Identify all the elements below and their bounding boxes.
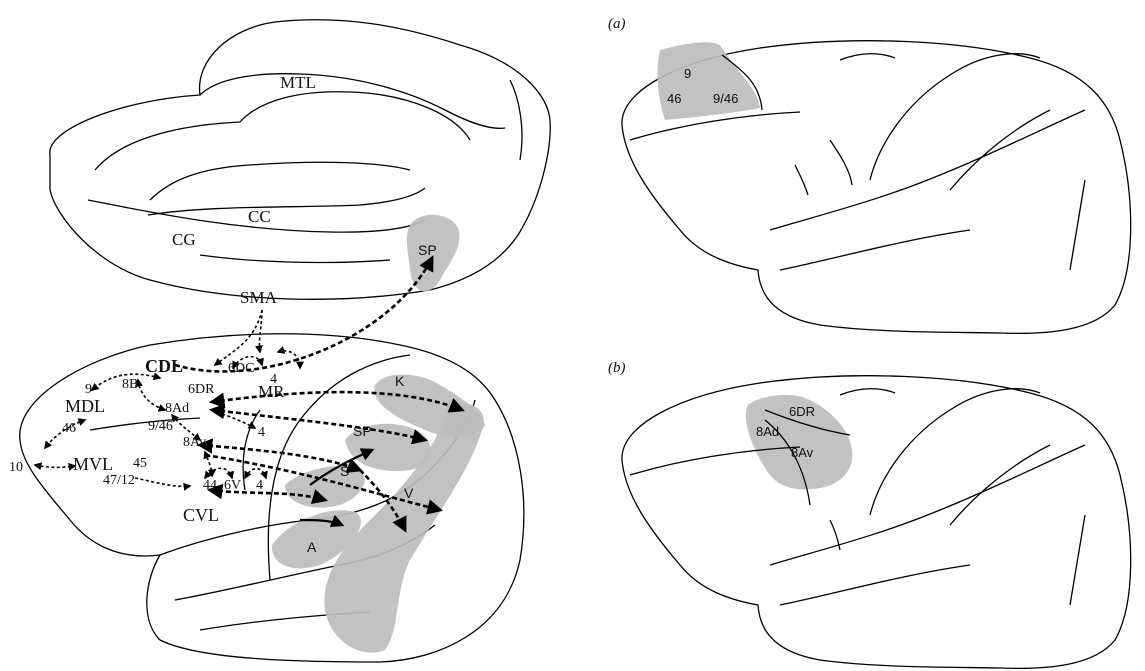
area-9-label: 9	[85, 382, 92, 397]
area-46-label: 46	[62, 421, 76, 436]
sma-label: SMA	[240, 288, 278, 307]
area-4-mid-label: 4	[258, 425, 265, 440]
area-6v-label: 6V	[224, 478, 241, 493]
region-v-label: V	[404, 485, 414, 501]
area-10-label: 10	[9, 460, 23, 475]
mdl-label: MDL	[65, 396, 105, 416]
area-6dr-label: 6DR	[188, 382, 215, 397]
region-s-label: S	[340, 463, 349, 479]
panel-a: (a) 9 46 9/46	[608, 16, 1131, 333]
area-47-12-label: 47/12	[103, 473, 135, 488]
mvl-label: MVL	[73, 454, 113, 474]
area-4-top-label: 4	[270, 372, 277, 387]
region-sp-label: SP	[353, 423, 372, 439]
mtl-label: MTL	[280, 73, 316, 92]
panel-b-area-8av-label: 8Av	[791, 445, 814, 460]
lateral-brain-view: CDL MDL MVL CVL MR 9 8B 6DC 4 6DR 8Ad 46…	[9, 258, 524, 662]
cdl-label: CDL	[145, 356, 183, 376]
panel-b-area-6dr-label: 6DR	[789, 404, 815, 419]
medial-brain-view: MTL CC CG SMA SP	[50, 20, 550, 307]
medial-outline	[50, 20, 550, 300]
region-a-label: A	[307, 539, 317, 555]
medial-sp-label: SP	[418, 242, 437, 258]
panel-b-brain-outline	[622, 376, 1131, 669]
panel-a-area-46-label: 46	[667, 91, 681, 106]
area-8b-label: 8B	[122, 377, 138, 392]
panel-b-letter: (b)	[608, 360, 626, 376]
area-9-46-label: 9/46	[148, 419, 173, 434]
panel-b-area-8ad-label: 8Ad	[756, 424, 779, 439]
panel-a-letter: (a)	[608, 16, 626, 32]
area-45-label: 45	[133, 456, 147, 471]
region-k-label: K	[395, 373, 405, 389]
panel-b: (b) 6DR 8Ad 8Av	[608, 360, 1131, 668]
panel-a-area-9-46-label: 9/46	[713, 91, 738, 106]
area-8ad-label: 8Ad	[165, 401, 189, 416]
area-4-low-label: 4	[256, 478, 263, 493]
cvl-label: CVL	[183, 505, 219, 525]
area-8av-label: 8Av	[183, 435, 206, 450]
cg-label: CG	[172, 230, 196, 249]
area-6dc-label: 6DC	[228, 361, 254, 376]
panel-a-area-9-label: 9	[684, 66, 691, 81]
area-44-label: 44	[203, 478, 217, 493]
cc-label: CC	[248, 207, 271, 226]
